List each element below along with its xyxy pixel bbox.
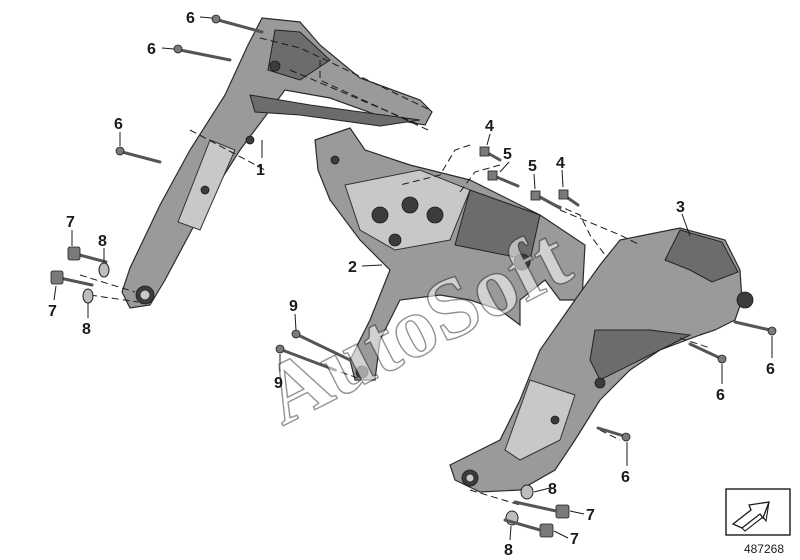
callout-5-center: 5: [503, 146, 512, 163]
callout-4-center: 4: [485, 118, 494, 135]
callout-7-left-bottom: 7: [48, 303, 57, 320]
part-3-right-arm: [449, 227, 754, 493]
callout-6-right-mid: 6: [716, 387, 725, 404]
callout-6-upper: 6: [147, 41, 156, 58]
callout-9-bottom: 9: [274, 375, 283, 392]
callouts: 6 6 6 1 4 5 5 4 3 2 7 8 7 8 9 9 6 6 6 8 …: [48, 10, 775, 559]
arrow-icon[interactable]: [725, 488, 791, 536]
callout-8-left-bottom: 8: [82, 321, 91, 338]
callout-6-right: 6: [766, 361, 775, 378]
callout-6-right-low: 6: [621, 469, 630, 486]
callout-3: 3: [676, 199, 685, 216]
callout-7-left-top: 7: [66, 214, 75, 231]
callout-4-right: 4: [556, 155, 565, 172]
part-2-center-bracket: [314, 127, 586, 381]
assembly-lines: [79, 37, 711, 506]
callout-7-right-top: 7: [586, 507, 595, 524]
callout-8-left-top: 8: [98, 233, 107, 250]
part-1-left-arm: [121, 17, 433, 309]
callout-9-top: 9: [289, 298, 298, 315]
reference-number: 487268: [743, 542, 784, 556]
callout-8-right-bottom: 8: [504, 542, 513, 559]
callout-1: 1: [256, 162, 265, 179]
callout-6-top: 6: [186, 10, 195, 27]
callout-5-right: 5: [528, 158, 537, 175]
callout-8-right-top: 8: [548, 481, 557, 498]
callout-7-right-bottom: 7: [570, 531, 579, 548]
callout-2: 2: [348, 259, 357, 276]
leader-lines: [53, 16, 773, 541]
callout-6-left: 6: [114, 116, 123, 133]
